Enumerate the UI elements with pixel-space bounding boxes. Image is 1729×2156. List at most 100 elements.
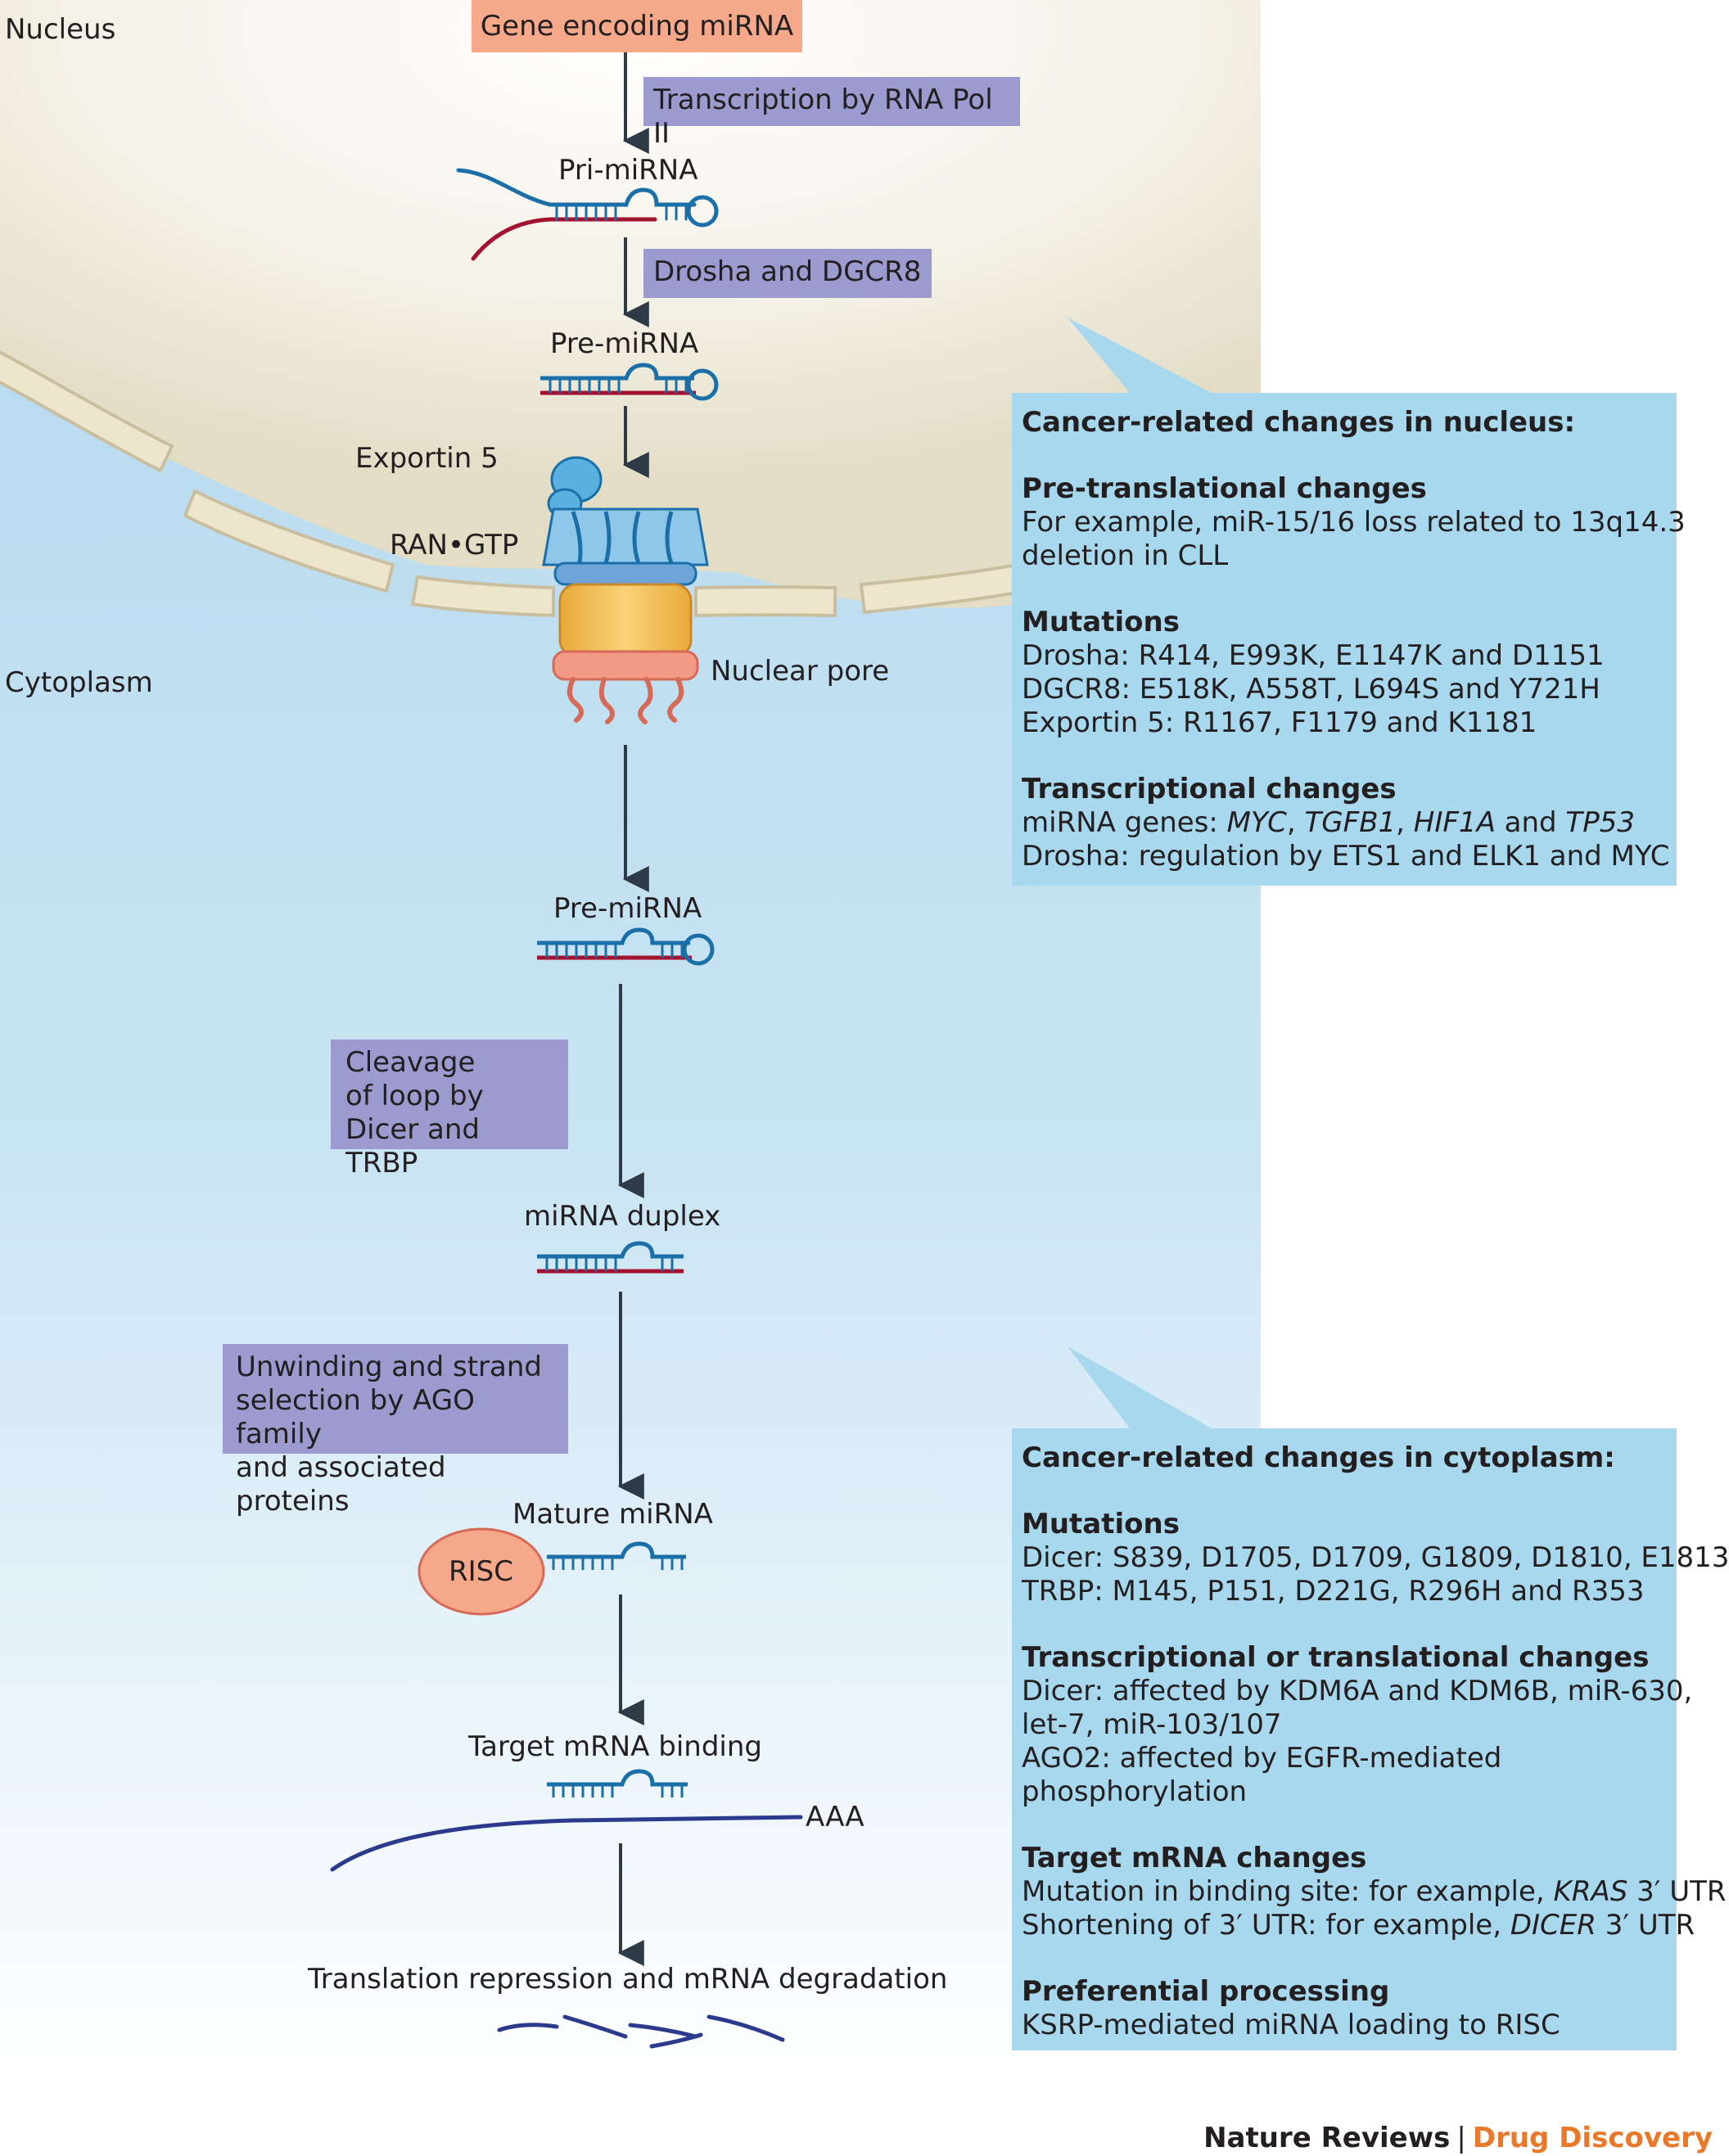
exportin-5-label: Exportin 5 xyxy=(355,442,499,475)
nuclear-pore-complex xyxy=(542,456,709,724)
panel-text: deletion in CLL xyxy=(1022,539,1229,572)
panel-text: let-7, miR-103/107 xyxy=(1022,1708,1282,1741)
panel-text: For example, miR-15/16 loss related to 1… xyxy=(1022,506,1686,539)
panel-text: DGCR8: E518K, A558T, L694S and Y721H xyxy=(1022,673,1600,706)
poly-a-tail-label: AAA xyxy=(806,1801,864,1834)
panel-text: 3′ UTR xyxy=(1627,1875,1727,1908)
risc-shape xyxy=(418,1527,545,1616)
degraded-mrna-fragments xyxy=(497,2014,785,2049)
panel-text: 3′ UTR xyxy=(1596,1909,1695,1942)
panel-section-heading: Mutations xyxy=(1022,606,1180,638)
panel-text: Exportin 5: R1167, F1179 and K1181 xyxy=(1022,706,1537,739)
panel-text: Dicer: S839, D1705, D1709, G1809, D1810,… xyxy=(1022,1541,1729,1574)
panel-line: TRBP: M145, P151, D221G, R296H and R353 xyxy=(1022,1575,1677,1608)
ago-step-line-3: and associated proteins xyxy=(236,1451,446,1518)
panel-line: deletion in CLL xyxy=(1022,539,1677,573)
panel-line: Shortening of 3′ UTR: for example, DICER… xyxy=(1022,1909,1695,1942)
panel-text: , xyxy=(1286,806,1305,839)
risc-label: RISC xyxy=(449,1555,513,1588)
panel-line: AGO2: affected by EGFR-mediated xyxy=(1022,1742,1677,1775)
panel-line: Mutation in binding site: for example, K… xyxy=(1022,1875,1727,1909)
dicer-step-line-2: of loop by xyxy=(345,1080,484,1112)
panel-text: , xyxy=(1396,806,1414,839)
mirna-duplex-label: miRNA duplex xyxy=(524,1200,721,1233)
panel-line: miRNA genes: MYC, TGFB1, HIF1A and TP53 xyxy=(1022,806,1677,840)
dicer-trbp-step-box: Cleavage of loop by Dicer and TRBP xyxy=(331,1040,568,1179)
target-mrna-strand xyxy=(330,1815,803,1872)
cytoplasm-changes-panel: Cancer-related changes in cytoplasm: Mut… xyxy=(1012,1428,1729,2050)
panel-section-heading: Pre-translational changes xyxy=(1022,472,1427,505)
panel-section-heading: Mutations xyxy=(1022,1508,1180,1540)
nucleus-panel-title: Cancer-related changes in nucleus: xyxy=(1022,406,1576,439)
nucleus-changes-panel: Cancer-related changes in nucleus: Pre-t… xyxy=(1012,393,1686,886)
panel-text: Shortening of 3′ UTR: for example, xyxy=(1022,1909,1510,1942)
panel-line: phosphorylation xyxy=(1022,1775,1677,1809)
transcription-step-box: Transcription by RNA Pol II xyxy=(643,77,1020,150)
gene-name: MYC xyxy=(1226,806,1287,839)
mirna-duplex-glyph xyxy=(537,1241,684,1274)
dicer-step-line-1: Cleavage xyxy=(345,1046,476,1079)
gene-name: KRAS xyxy=(1553,1875,1628,1908)
cytoplasm-callout-pointer xyxy=(1068,1346,1212,1428)
panel-text: TRBP: M145, P151, D221G, R296H and R353 xyxy=(1022,1575,1645,1608)
panel-text: Mutation in binding site: for example, xyxy=(1022,1875,1554,1908)
mature-mirna-glyph xyxy=(547,1541,686,1570)
credit-separator: | xyxy=(1456,2122,1466,2154)
nucleus-label: Nucleus xyxy=(5,13,116,46)
pre-mirna-cytoplasm-label: Pre-miRNA xyxy=(553,892,702,925)
panel-line: For example, miR-15/16 loss related to 1… xyxy=(1022,506,1686,539)
ago-step-box: Unwinding and strand selection by AGO fa… xyxy=(223,1344,568,1518)
flow-arrows xyxy=(617,52,649,1966)
panel-text: KSRP-mediated miRNA loading to RISC xyxy=(1022,2009,1560,2041)
ago-step-line-1: Unwinding and strand xyxy=(236,1351,542,1383)
panel-text: and xyxy=(1495,806,1566,839)
panel-line: Drosha: regulation by ETS1 and ELK1 and … xyxy=(1022,840,1677,873)
panel-line: let-7, miR-103/107 xyxy=(1022,1708,1677,1742)
panel-line: Drosha: R414, E993K, E1147K and D1151 xyxy=(1022,639,1677,673)
panel-text: AGO2: affected by EGFR-mediated xyxy=(1022,1742,1502,1775)
panel-text: miRNA genes: xyxy=(1022,806,1227,839)
gene-name: TP53 xyxy=(1565,806,1635,839)
panel-text: Dicer: affected by KDM6A and KDM6B, miR-… xyxy=(1022,1675,1693,1707)
target-mirna-glyph xyxy=(547,1769,688,1797)
journal-credit: Nature Reviews|Drug Discovery xyxy=(1203,2122,1713,2154)
gene-encoding-mirna-box: Gene encoding miRNA xyxy=(472,0,802,52)
journal-name: Nature Reviews xyxy=(1203,2122,1451,2154)
panel-section-heading: Target mRNA changes xyxy=(1022,1842,1367,1874)
pri-mirna-label: Pri-miRNA xyxy=(558,154,698,187)
nuclear-pore-label: Nuclear pore xyxy=(711,655,890,688)
journal-section: Drug Discovery xyxy=(1472,2122,1713,2154)
panel-section-heading: Preferential processing xyxy=(1022,1975,1390,2008)
panel-text: Drosha: regulation by ETS1 and ELK1 and … xyxy=(1022,840,1670,873)
dicer-step-line-3: Dicer and TRBP xyxy=(345,1113,480,1179)
ran-gtp-label: RAN•GTP xyxy=(390,529,519,562)
pri-mirna-glyph xyxy=(456,168,719,261)
cytoplasm-panel-title: Cancer-related changes in cytoplasm: xyxy=(1022,1441,1615,1474)
drosha-dgcr8-step-box: Drosha and DGCR8 xyxy=(643,249,932,298)
panel-text: Drosha: R414, E993K, E1147K and D1151 xyxy=(1022,639,1605,672)
panel-section: Transcriptional or translational changes… xyxy=(1022,1641,1692,1809)
mature-mirna-label: Mature miRNA xyxy=(512,1498,713,1531)
panel-section-heading: Transcriptional or translational changes xyxy=(1022,1641,1650,1674)
panel-text: phosphorylation xyxy=(1022,1775,1248,1808)
pre-mirna-glyph-cytoplasm xyxy=(537,927,715,966)
gene-name: HIF1A xyxy=(1413,806,1496,839)
panel-line: Dicer: affected by KDM6A and KDM6B, miR-… xyxy=(1022,1675,1692,1708)
panel-line: KSRP-mediated miRNA loading to RISC xyxy=(1022,2009,1677,2042)
panel-line: Exportin 5: R1167, F1179 and K1181 xyxy=(1022,706,1677,740)
panel-section-heading: Transcriptional changes xyxy=(1022,773,1397,805)
nucleus-callout-pointer xyxy=(1068,318,1212,393)
gene-name: DICER xyxy=(1510,1909,1596,1942)
panel-line: DGCR8: E518K, A558T, L694S and Y721H xyxy=(1022,673,1677,706)
pre-mirna-nucleus-label: Pre-miRNA xyxy=(550,327,699,360)
cytoplasm-label: Cytoplasm xyxy=(5,666,153,699)
